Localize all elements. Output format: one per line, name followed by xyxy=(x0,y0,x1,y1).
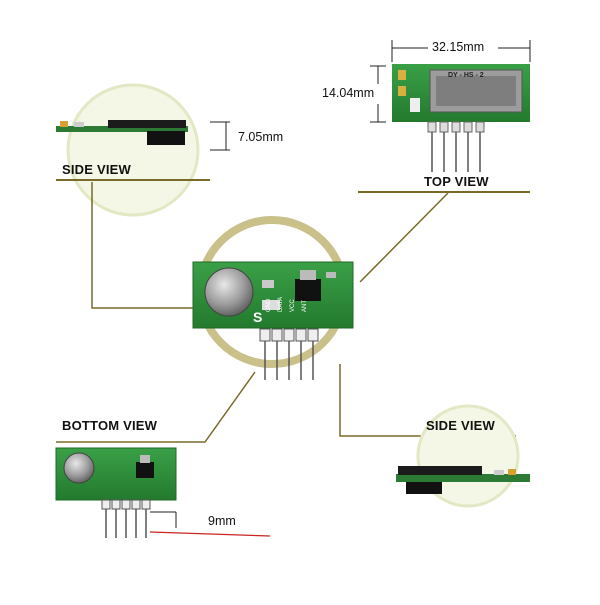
length-dimension: 32.15mm xyxy=(432,40,485,54)
smd-part xyxy=(262,300,280,310)
bottom-reg-tab xyxy=(140,455,150,463)
smd-part xyxy=(262,280,274,288)
bottom-crystal-can xyxy=(63,452,95,484)
side-part xyxy=(508,469,516,475)
width-dimension: 14.04mm xyxy=(322,86,375,100)
leader-bottom-view xyxy=(56,371,256,443)
pin-length-red-line xyxy=(149,531,271,537)
crystal-can xyxy=(204,267,254,317)
side-can-bottom xyxy=(406,482,442,494)
bottom-view-group xyxy=(55,447,271,538)
top-chip-shade xyxy=(436,76,516,106)
center-pin-legs xyxy=(264,341,314,380)
side-board-bottom xyxy=(396,474,530,482)
bottom-view-label: BOTTOM VIEW xyxy=(62,418,158,433)
top-part xyxy=(410,98,420,112)
bottom-regulator xyxy=(136,462,154,478)
pin-label: ANT xyxy=(302,300,308,312)
side-view-bottom-label: SIDE VIEW xyxy=(426,418,495,433)
s-marking: S xyxy=(253,309,262,325)
side-component-bottom xyxy=(398,466,482,475)
leader-top-view xyxy=(359,192,449,283)
top-pin-legs xyxy=(431,132,481,172)
pin-label: GND xyxy=(266,298,272,312)
bottom-pin-legs xyxy=(105,509,147,538)
side-part xyxy=(60,121,68,127)
height-dimension: 7.05mm xyxy=(238,130,284,144)
pin-length-dimension: 9mm xyxy=(208,514,236,528)
smd-part xyxy=(326,272,336,278)
regulator-chip xyxy=(295,279,321,301)
chip-marking: DY - HS - 2 xyxy=(448,72,484,79)
leader-lines xyxy=(56,182,516,443)
top-chip xyxy=(429,69,523,113)
side-view-top-group xyxy=(56,83,230,217)
bottom-pin-pads xyxy=(101,499,151,510)
magnifier-circle xyxy=(66,83,200,217)
center-pin-pads xyxy=(259,328,319,342)
side-view-bottom-group xyxy=(396,404,530,508)
top-view-group xyxy=(358,40,531,193)
regulator-tab xyxy=(300,270,316,280)
top-part xyxy=(398,70,406,80)
top-part xyxy=(398,86,406,96)
side-view-top-label: SIDE VIEW xyxy=(62,162,131,177)
pin-label: VCC xyxy=(290,299,296,312)
top-pins xyxy=(427,121,485,133)
top-view-label: TOP VIEW xyxy=(424,174,489,189)
side-part xyxy=(494,470,504,475)
side-part xyxy=(74,122,84,127)
pin-label: DATA xyxy=(278,296,284,312)
leader-side-top xyxy=(91,182,193,309)
side-can xyxy=(147,131,185,145)
center-module-group: S xyxy=(192,216,354,380)
side-component xyxy=(108,120,186,128)
side-board xyxy=(56,126,188,132)
